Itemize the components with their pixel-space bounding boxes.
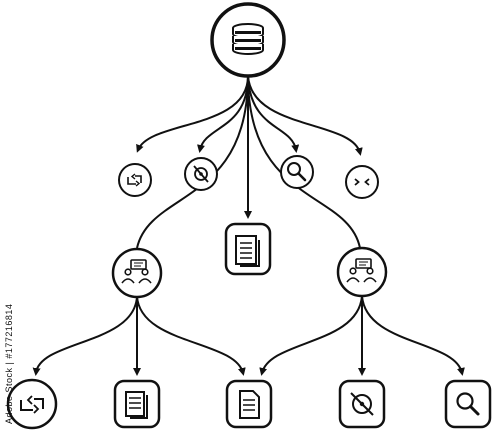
compass-search-icon <box>184 157 218 191</box>
connector-users-left-to-document <box>136 295 246 376</box>
database-icon <box>210 2 286 78</box>
connector-users-right-to-magnifier <box>361 295 465 376</box>
connector-root-to-transfer <box>136 75 249 153</box>
connector-root-to-magnifier <box>247 75 300 153</box>
connector-users-right-to-document <box>259 295 363 376</box>
collapse-arrows-icon <box>345 165 379 199</box>
documents-icon <box>113 379 161 429</box>
magnifier-icon <box>444 379 492 429</box>
connector-root-to-collapse <box>247 75 363 156</box>
users-meeting-icon <box>111 247 163 299</box>
magnifier-icon <box>280 155 314 189</box>
stock-id-watermark: Adobe Stock | #177216814 <box>4 303 14 425</box>
users-meeting-icon <box>336 246 388 298</box>
connector-root-to-compass <box>197 75 249 153</box>
connector-users-left-to-transfer <box>32 295 138 376</box>
document-icon <box>225 379 273 429</box>
transfer-arrows-icon <box>6 378 58 430</box>
transfer-arrows-icon <box>118 163 152 197</box>
documents-icon <box>224 222 272 276</box>
compass-search-icon <box>338 379 386 429</box>
